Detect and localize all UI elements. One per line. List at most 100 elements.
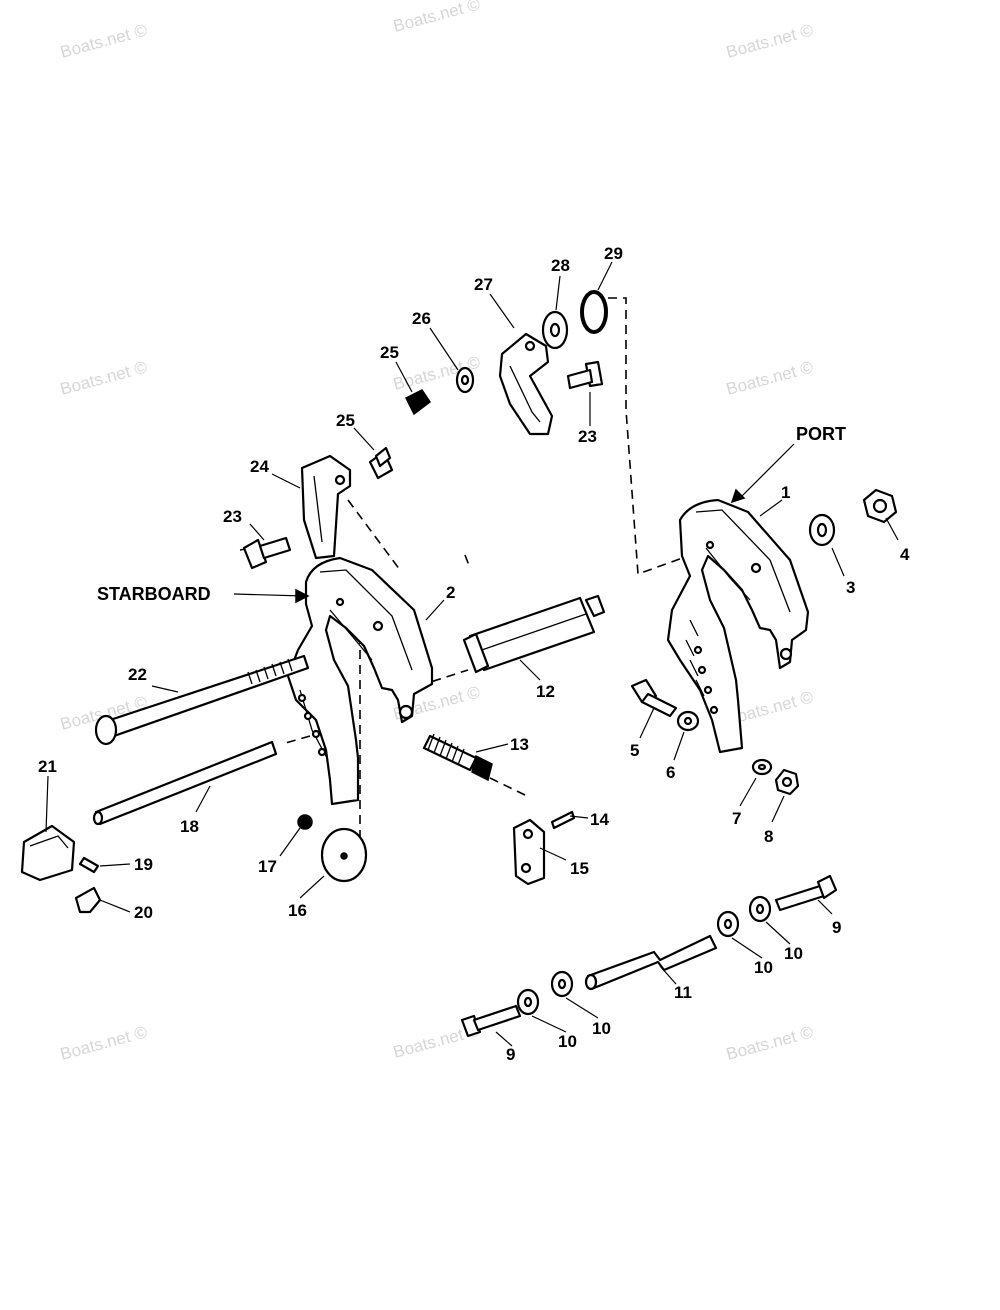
tube-part-12-body xyxy=(468,596,596,672)
washer-part-3-hole xyxy=(816,522,828,538)
starboard-bracket-hole xyxy=(335,597,345,607)
starboard-clamp-bracket xyxy=(286,556,434,806)
watermark: Boats.net © xyxy=(724,1022,815,1064)
callout-10-d: 10 xyxy=(592,1019,611,1038)
label-port: PORT xyxy=(796,424,846,444)
lever-plate-part-27-slot xyxy=(509,365,541,423)
watermark: Boats.net © xyxy=(58,1022,149,1064)
bolt-part-23-top xyxy=(566,360,604,390)
lever-part-15-hole xyxy=(522,828,534,840)
callout-25-lower: 25 xyxy=(336,411,355,430)
washer-part-10-hole xyxy=(557,978,567,990)
callout-11: 11 xyxy=(674,983,692,1002)
bolt-part-22 xyxy=(94,654,310,746)
bolt-part-23-shank xyxy=(566,368,594,390)
spring-part-13-end xyxy=(471,754,493,782)
bolt-part-22-thread xyxy=(247,658,293,685)
lever-part-15 xyxy=(512,818,546,886)
callout-22: 22 xyxy=(128,665,147,684)
clip-part-20 xyxy=(74,886,102,914)
callout-20: 20 xyxy=(134,903,153,922)
callout-26: 26 xyxy=(412,309,431,328)
rod-part-18 xyxy=(92,740,278,826)
watermark: Boats.net © xyxy=(724,20,815,62)
leader-23-left xyxy=(249,523,265,541)
leader-7 xyxy=(739,777,757,807)
leader-8 xyxy=(771,795,785,823)
nut-part-4-hole xyxy=(872,498,888,514)
leader-18 xyxy=(195,785,211,813)
starboard-bracket-hole xyxy=(398,704,414,720)
latch-part-21 xyxy=(20,824,76,882)
leader-24 xyxy=(271,473,301,489)
callout-14: 14 xyxy=(590,810,609,829)
callout-numbers: 1 2 3 4 5 6 7 8 9 9 10 10 10 10 11 12 13… xyxy=(38,244,910,1064)
leader-3 xyxy=(831,547,845,577)
leader-26 xyxy=(429,327,459,371)
spring-part-13-coils xyxy=(427,733,465,766)
plate-part-24 xyxy=(300,454,352,560)
starboard-bracket-hole xyxy=(303,711,313,721)
callout-10-b: 10 xyxy=(784,944,803,963)
starboard-bracket-edge xyxy=(319,569,413,671)
bolt-part-9-shank xyxy=(774,884,826,912)
knob-part-25-cap xyxy=(374,446,392,468)
tube-part-11 xyxy=(584,934,718,991)
spring-part-13 xyxy=(422,733,493,782)
washer-part-10-hole xyxy=(523,996,533,1008)
leader-13 xyxy=(475,743,509,753)
port-bracket-edge xyxy=(695,509,791,613)
callout-10-a: 10 xyxy=(754,958,773,977)
nut-part-8 xyxy=(774,768,800,796)
port-bracket-hole xyxy=(697,665,707,675)
port-bracket-hole xyxy=(750,562,762,574)
washer-part-7-hole xyxy=(757,763,767,771)
leader-9-left xyxy=(495,1031,513,1047)
starboard-bracket-inner xyxy=(329,609,373,661)
callout-8: 8 xyxy=(764,827,773,846)
callout-23-top: 23 xyxy=(578,427,597,446)
nut-part-8-hole xyxy=(781,776,793,788)
lever-plate-part-27-hole xyxy=(524,340,536,352)
callout-27: 27 xyxy=(474,275,493,294)
port-bracket-hole xyxy=(693,645,703,655)
disc-part-16-hole xyxy=(340,852,348,860)
bolt-part-9-right xyxy=(774,874,838,912)
watermark: Boats.net © xyxy=(391,0,482,36)
rod-part-18-body xyxy=(94,740,278,826)
knob-part-25-lower xyxy=(368,446,394,480)
callout-13: 13 xyxy=(510,735,529,754)
dashed-line-rod18 xyxy=(281,735,311,745)
leader-15 xyxy=(539,847,567,861)
leader-9-right xyxy=(817,899,833,915)
starboard-bracket-hole xyxy=(311,729,321,739)
tube-part-12-endcap xyxy=(462,632,490,674)
leader-17 xyxy=(279,827,301,857)
pin-part-19 xyxy=(78,856,100,874)
washer-part-10-hole xyxy=(723,918,733,930)
washers-part-10 xyxy=(516,895,772,1016)
pin-part-14 xyxy=(550,810,576,830)
leader-19 xyxy=(99,863,131,867)
callout-4: 4 xyxy=(900,545,910,564)
bolt-part-23-shank xyxy=(258,536,292,560)
port-bracket-holes xyxy=(685,619,705,697)
tube-part-11-body xyxy=(586,934,718,990)
leader-29 xyxy=(597,261,613,291)
bolt-part-23-left xyxy=(242,536,292,570)
watermark: Boats.net © xyxy=(58,357,149,399)
lever-plate-part-27-body xyxy=(498,332,554,436)
leader-1 xyxy=(759,499,783,517)
watermark: Boats.net © xyxy=(724,357,815,399)
lever-plate-part-27 xyxy=(498,332,554,436)
dashed-line-top xyxy=(464,554,471,569)
leader-28 xyxy=(555,275,561,311)
nut-part-17 xyxy=(297,814,313,830)
starboard-bracket-hole xyxy=(317,747,327,757)
starboard-bracket-hole xyxy=(372,620,384,632)
port-bracket-hole xyxy=(705,540,715,550)
lever-part-15-hole xyxy=(520,862,532,874)
arrowhead-port xyxy=(730,488,746,504)
callout-17: 17 xyxy=(258,857,277,876)
